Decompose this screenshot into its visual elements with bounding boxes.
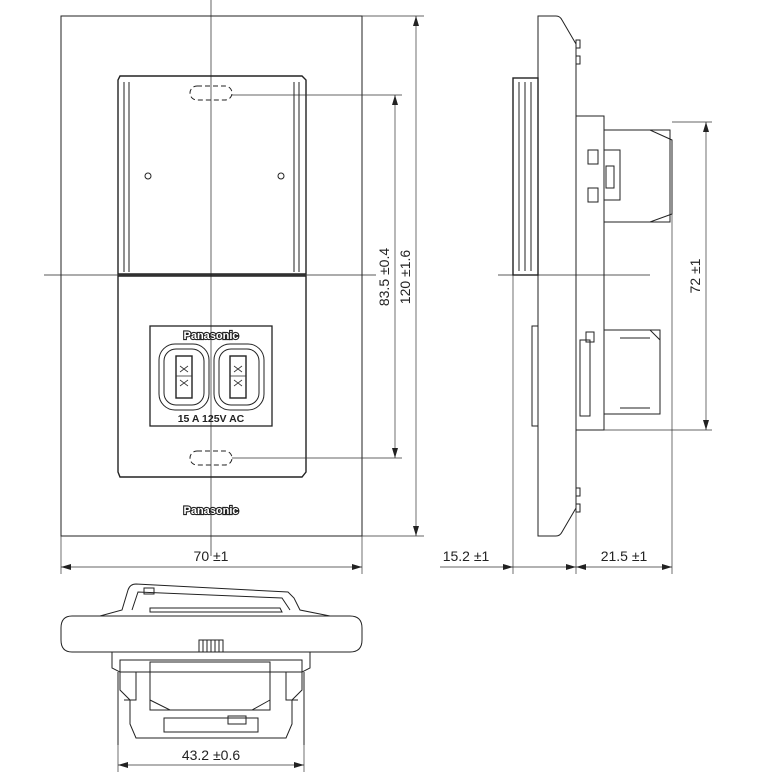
outlet-module: Panasonic 15 A 125V AC: [117, 275, 307, 478]
dim-label-72: 72 ±1: [687, 258, 703, 293]
dim-21-5: 21.5 ±1: [576, 214, 673, 574]
dim-72: 72 ±1: [604, 121, 712, 431]
side-plate: [537, 15, 577, 537]
bottom-switch-cover: [99, 583, 331, 617]
dim-label-120: 120 ±1.6: [397, 250, 413, 305]
dim-120: 120 ±1.6: [362, 15, 424, 537]
side-back-body: [576, 115, 673, 431]
dim-label-21-5: 21.5 ±1: [601, 548, 648, 564]
bottom-back-body: [111, 651, 311, 739]
dim-label-43-2: 43.2 ±0.6: [182, 747, 240, 763]
blank-module: [117, 75, 307, 275]
dim-15-2: 15.2 ±1: [440, 275, 577, 574]
screw-slot-top: [189, 85, 233, 101]
side-plate-tabs: [575, 39, 581, 513]
dim-label-70: 70 ±1: [194, 548, 229, 564]
side-view: 72 ±1 15.2 ±1 21.5 ±1: [440, 15, 712, 574]
bottom-plate: [60, 615, 363, 653]
bottom-view: 43.2 ±0.6: [60, 583, 363, 772]
dim-70: 70 ±1: [60, 536, 363, 574]
dim-label-83-5: 83.5 ±0.4: [376, 248, 392, 306]
dim-83-5: 83.5 ±0.4: [232, 94, 402, 459]
screw-slot-bottom: [189, 450, 233, 466]
dim-label-15-2: 15.2 ±1: [443, 548, 490, 564]
receptacle-left: [158, 343, 210, 411]
dim-43-2: 43.2 ±0.6: [117, 745, 305, 772]
front-view: Panasonic 15 A 125V AC Panasonic 83.5 ±0…: [44, 0, 424, 574]
receptacle-right: [213, 343, 265, 411]
